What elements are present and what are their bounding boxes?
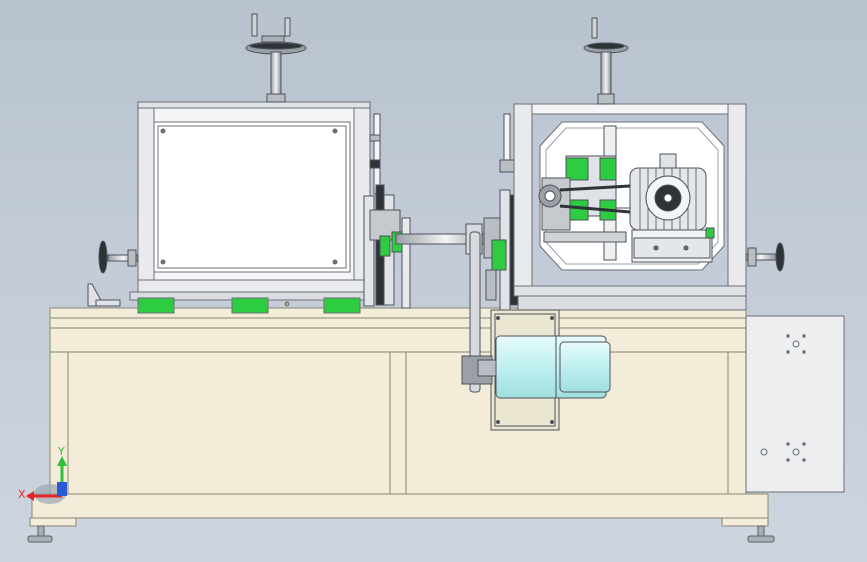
handwheel-top-left (245, 13, 307, 103)
axis-x-label: X (18, 488, 26, 501)
axis-y-label: Y (57, 445, 65, 458)
axis-z-marker (57, 482, 67, 496)
side-handwheel-left (98, 240, 139, 274)
left-cabinet-base (129, 291, 371, 314)
electrical-cabinet (745, 315, 845, 493)
base-frame (29, 307, 769, 527)
green-pad (137, 297, 175, 314)
leveling-foot-left (27, 525, 53, 543)
guide-bracket-left (87, 283, 121, 307)
right-frame-base (517, 295, 747, 311)
drive-motor (477, 335, 611, 399)
leveling-foot-right (747, 525, 775, 543)
inner-motor (559, 153, 715, 263)
handwheel-top-right (583, 17, 629, 105)
coordinate-triad: X Y (18, 445, 67, 504)
left-winding-cabinet (137, 101, 371, 299)
green-pad (231, 297, 269, 314)
green-pad (323, 297, 361, 314)
left-spindle-assembly (363, 113, 411, 309)
side-handwheel-right (745, 242, 785, 272)
